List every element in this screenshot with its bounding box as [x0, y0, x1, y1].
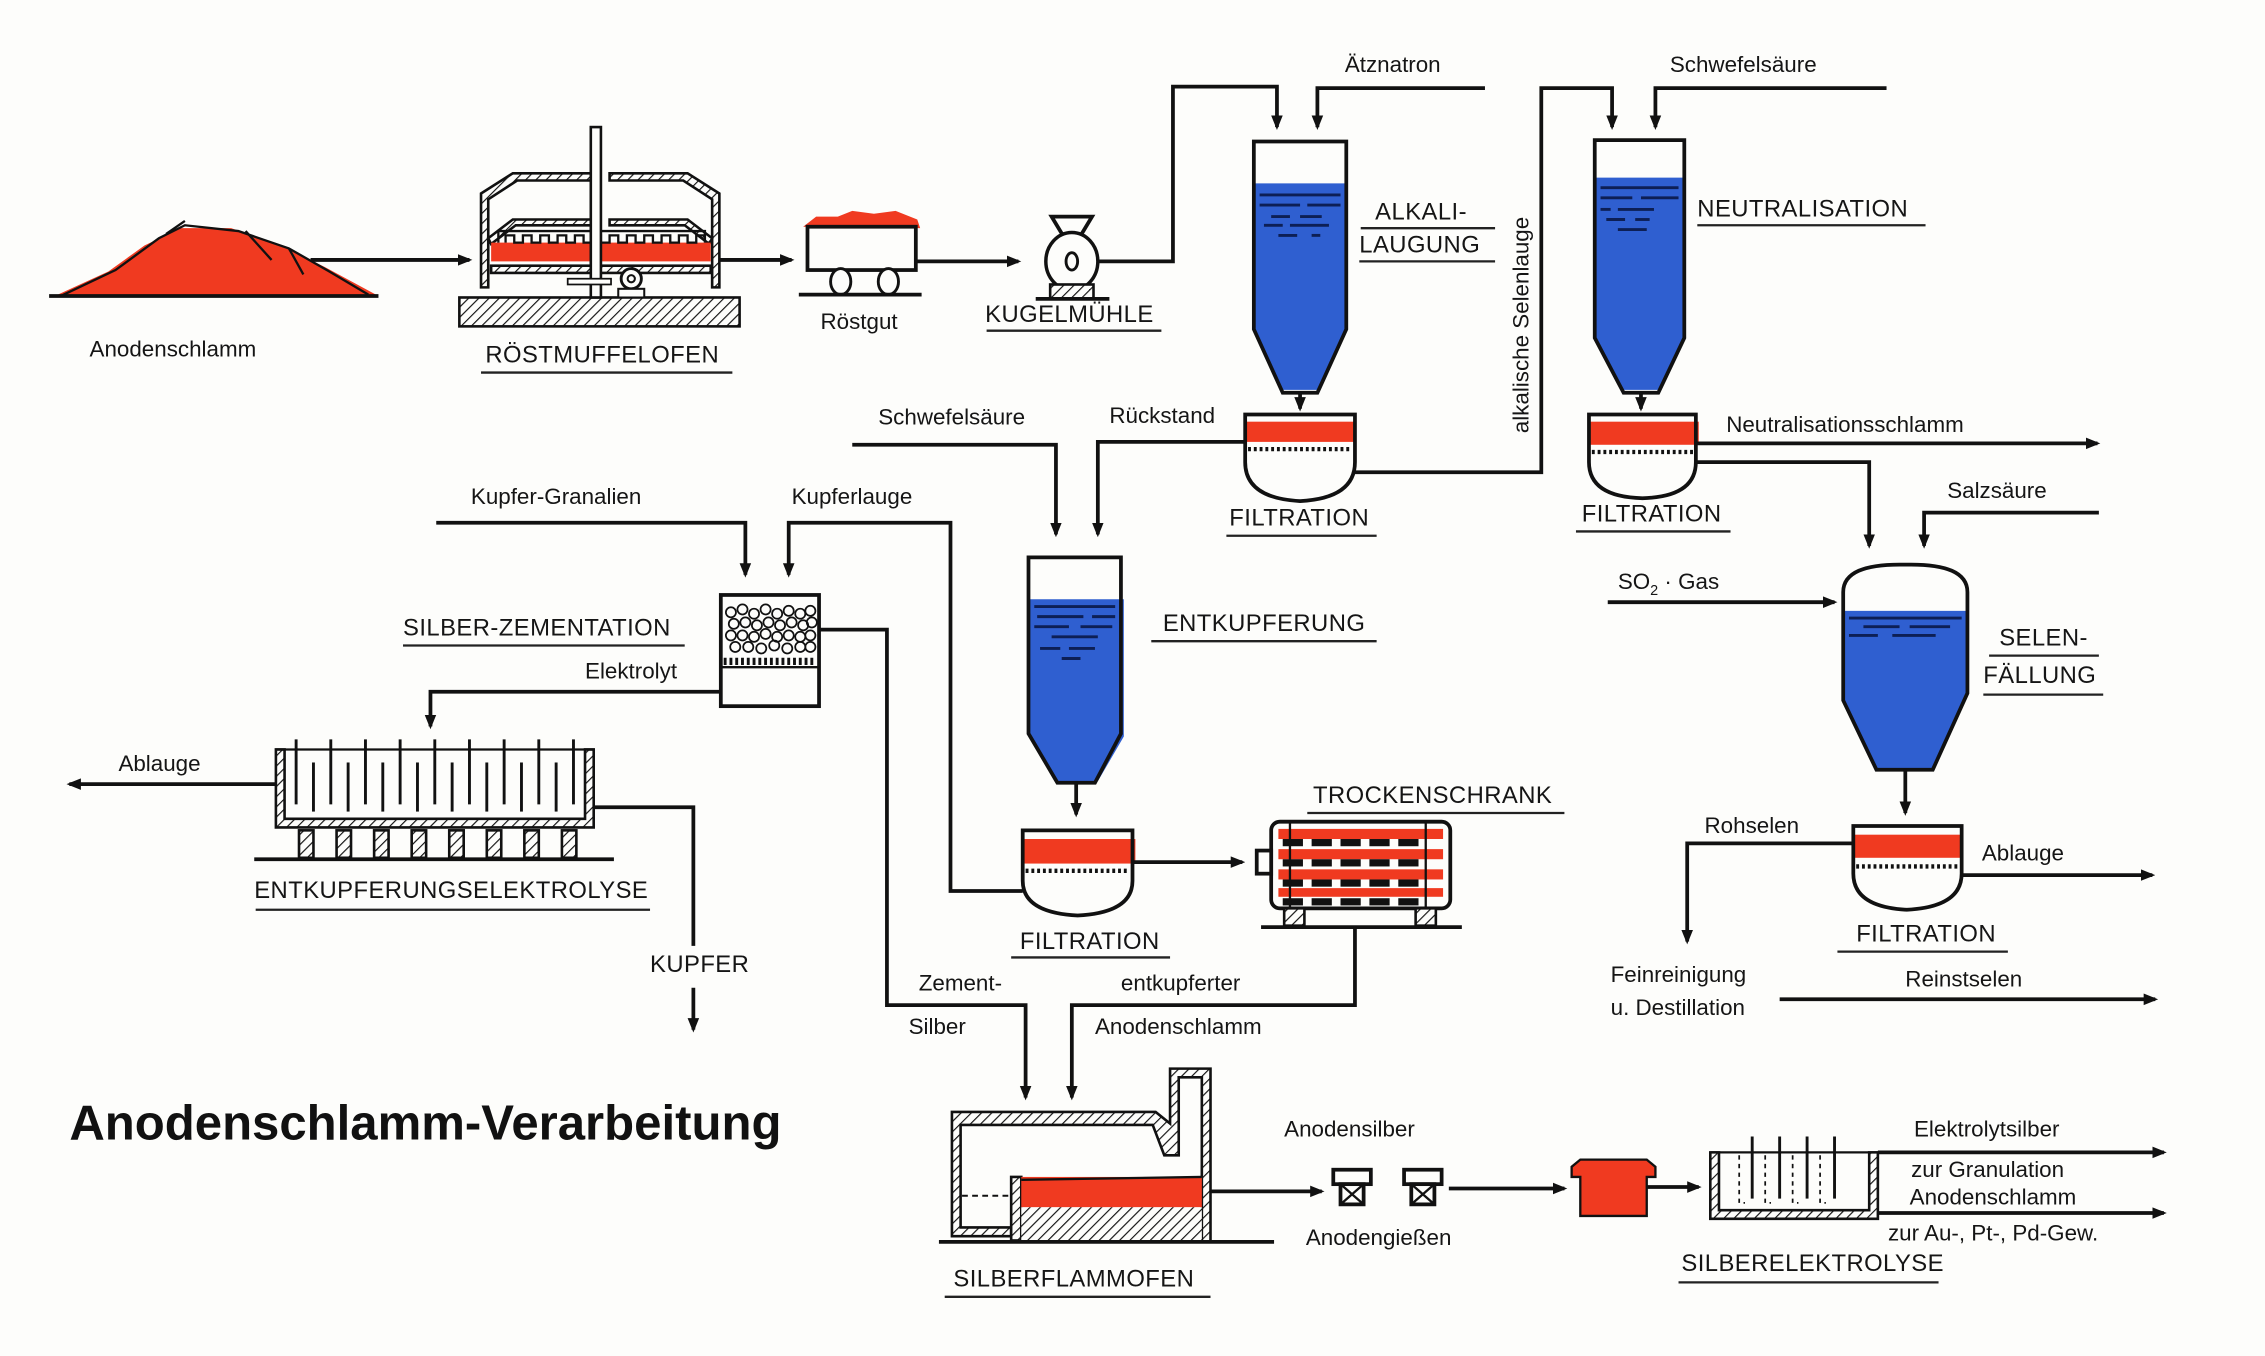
roasted-material-cart-icon	[798, 210, 922, 297]
anode-casting-molds-icon	[1331, 1167, 1444, 1207]
flow-line	[1681, 841, 1854, 945]
label-selenfaellung-1: SELEN-	[1999, 625, 2088, 652]
flow-line	[1097, 84, 1283, 264]
copper-electrolysis-cell-icon	[254, 739, 614, 862]
label-roestmuffelofen: RÖSTMUFFELOFEN	[485, 341, 719, 368]
flow-line	[852, 442, 1062, 538]
flow-line	[1092, 440, 1246, 538]
silver-reverberatory-furnace-icon	[938, 1067, 1275, 1244]
label-entkupferungselektrolyse: ENTKUPFERUNGSELEKTROLYSE	[254, 877, 648, 904]
label-elektrolytsilber: Elektrolytsilber	[1914, 1117, 2060, 1142]
label-entkupferter-2: Anodenschlamm	[1095, 1014, 1262, 1039]
label-roestgut: Röstgut	[820, 309, 898, 334]
label-anodenschlamm-out: Anodenschlamm	[1910, 1184, 2077, 1209]
filter-4-icon	[1851, 824, 1964, 912]
silver-anode-icon	[1570, 1158, 1657, 1218]
flow-line	[1354, 86, 1618, 475]
label-ablauge-left: Ablauge	[118, 751, 200, 776]
ball-mill-icon	[1035, 214, 1110, 301]
flow-line	[782, 520, 1023, 893]
drying-cabinet-icon	[1254, 819, 1462, 929]
flow-line	[424, 689, 721, 730]
label-filtration-1: FILTRATION	[1229, 505, 1369, 532]
label-neutralisationsschlamm: Neutralisationsschlamm	[1726, 412, 1964, 437]
flow-line	[819, 627, 1032, 1101]
flow-line	[1695, 460, 1875, 549]
label-silberelektrolyse: SILBERELEKTROLYSE	[1681, 1250, 1944, 1277]
flow-line	[1311, 86, 1485, 130]
label-zement-2: Silber	[909, 1014, 967, 1039]
label-anodenschlamm: Anodenschlamm	[90, 337, 257, 362]
label-salzsaeure: Salzsäure	[1947, 478, 2047, 503]
label-alkalilaugung-1: ALKALI-	[1375, 199, 1467, 226]
alkali-leaching-tank-icon	[1251, 139, 1349, 395]
neutralisation-tank-icon	[1592, 138, 1687, 395]
label-filtration-4: FILTRATION	[1856, 921, 1996, 948]
label-silberflammofen: SILBERFLAMMOFEN	[953, 1266, 1194, 1293]
label-zement-1: Zement-	[919, 971, 1002, 996]
filter-3-icon	[1020, 828, 1136, 918]
label-kupferlauge: Kupferlauge	[792, 484, 913, 509]
label-alkalilaugung-2: LAUGUNG	[1359, 232, 1480, 259]
silver-cementation-vessel-icon	[718, 593, 821, 709]
label-schwefelsaeure-mid: Schwefelsäure	[878, 405, 1025, 430]
filter-1-icon	[1243, 412, 1357, 503]
label-rohselen: Rohselen	[1705, 813, 1800, 838]
label-feinreinigung-1: Feinreinigung	[1611, 962, 1747, 987]
filter-2-icon	[1587, 412, 1699, 501]
silver-electrolysis-cell-icon	[1709, 1136, 1880, 1221]
flow-line	[1649, 86, 1887, 130]
label-schwefelsaeure-top: Schwefelsäure	[1670, 52, 1817, 77]
label-kugelmuehle: KUGELMÜHLE	[985, 301, 1154, 328]
label-selenfaellung-2: FÄLLUNG	[1983, 662, 2096, 689]
selenium-precipitation-tank-icon	[1841, 562, 1970, 772]
label-silber-zementation: SILBER-ZEMENTATION	[403, 614, 671, 641]
flow-line	[1066, 927, 1357, 1101]
label-reinstselen: Reinstselen	[1905, 966, 2022, 991]
label-alkalische-selenlauge: alkalische Selenlauge	[1508, 217, 1533, 433]
label-edelmetall: zur Au-, Pt-, Pd-Gew.	[1888, 1220, 2098, 1245]
label-entkupferter-1: entkupferter	[1121, 971, 1241, 996]
label-aetznatron: Ätznatron	[1345, 52, 1441, 77]
roasting-muffle-furnace-icon	[458, 125, 741, 328]
label-trockenschrank: TROCKENSCHRANK	[1313, 782, 1552, 809]
anode-slime-pile-icon	[49, 219, 379, 298]
copper-removal-tank-icon	[1026, 555, 1124, 785]
label-anodensilber: Anodensilber	[1284, 1117, 1415, 1142]
label-so2-gas: SO2 · Gas	[1618, 569, 1719, 599]
label-kupfer-granalien: Kupfer-Granalien	[471, 484, 641, 509]
label-zur-granulation: zur Granulation	[1911, 1157, 2064, 1182]
label-filtration-3: FILTRATION	[1020, 928, 1160, 955]
label-elektrolyt: Elektrolyt	[585, 659, 678, 684]
flow-line	[593, 805, 696, 946]
label-feinreinigung-2: u. Destillation	[1611, 995, 1745, 1020]
diagram-title: Anodenschlamm-Verarbeitung	[69, 1096, 781, 1150]
label-neutralisation: NEUTRALISATION	[1697, 196, 1908, 223]
label-anodengiessen: Anodengießen	[1306, 1225, 1452, 1250]
label-rueckstand: Rückstand	[1109, 403, 1215, 428]
label-kupfer: KUPFER	[650, 951, 749, 978]
label-ablauge-right: Ablauge	[1982, 841, 2064, 866]
label-entkupferung: ENTKUPFERUNG	[1163, 610, 1365, 637]
flow-line	[1918, 510, 2099, 549]
label-filtration-2: FILTRATION	[1582, 500, 1722, 527]
flow-line	[436, 520, 752, 578]
